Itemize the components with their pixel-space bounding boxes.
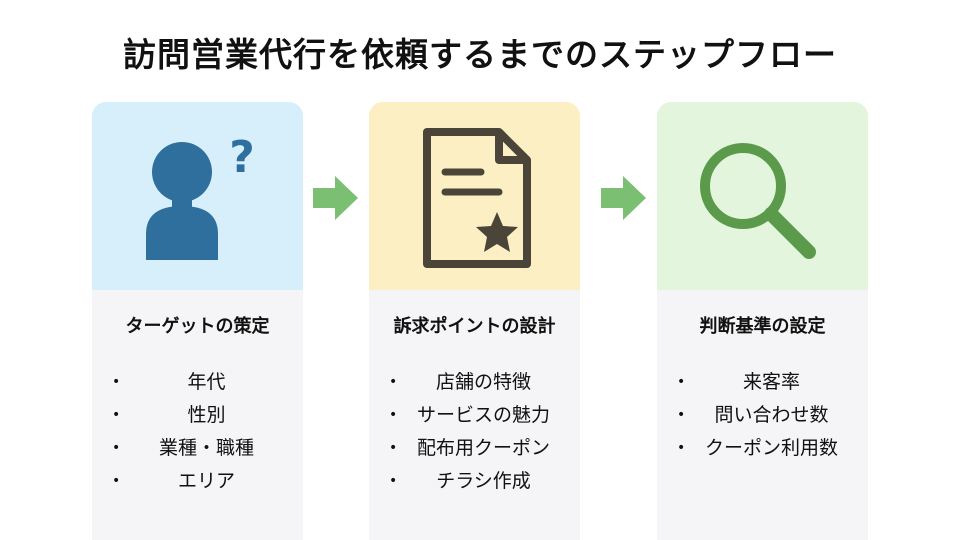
page-title: 訪問営業代行を依頼するまでのステップフロー bbox=[123, 35, 837, 74]
list-item: •配布用クーポン bbox=[389, 437, 550, 459]
step-card-icon-area bbox=[657, 102, 868, 290]
list-item: •年代 bbox=[112, 371, 226, 393]
list-item: •業種・職種 bbox=[112, 437, 254, 459]
magnifier-icon bbox=[700, 143, 816, 259]
list-item: •サービスの魅力 bbox=[389, 404, 550, 426]
step-heading: 判断基準の設定 bbox=[699, 316, 826, 337]
list-item: •店舗の特徴 bbox=[389, 371, 531, 393]
step-heading: ターゲットの策定 bbox=[125, 316, 270, 337]
list-item: •エリア bbox=[112, 470, 235, 492]
step-heading: 訴求ポイントの設計 bbox=[393, 316, 556, 337]
step-item-list: •店舗の特徴 •サービスの魅力 •配布用クーポン •チラシ作成 bbox=[369, 366, 580, 498]
arrow-right-icon bbox=[601, 176, 646, 220]
step-card-appeal: 訴求ポイントの設計 •店舗の特徴 •サービスの魅力 •配布用クーポン •チラシ作… bbox=[369, 102, 580, 540]
step-card-icon-area: ? bbox=[92, 102, 303, 290]
list-item: •チラシ作成 bbox=[389, 470, 531, 492]
document-star-icon bbox=[423, 128, 531, 268]
step-item-list: •年代 •性別 •業種・職種 •エリア bbox=[92, 366, 303, 498]
arrow-right-icon bbox=[313, 176, 358, 220]
svg-text:?: ? bbox=[229, 132, 255, 183]
person-question-icon: ? bbox=[146, 132, 255, 260]
step-card-targeting: ? ターゲットの策定 •年代 •性別 •業種・職種 •エリア bbox=[92, 102, 303, 540]
step-card-icon-area bbox=[369, 102, 580, 290]
list-item: •クーポン利用数 bbox=[677, 437, 838, 459]
step-item-list: •来客率 •問い合わせ数 •クーポン利用数 bbox=[657, 366, 868, 465]
list-item: •問い合わせ数 bbox=[677, 404, 829, 426]
list-item: •性別 bbox=[112, 404, 226, 426]
step-card-criteria: 判断基準の設定 •来客率 •問い合わせ数 •クーポン利用数 bbox=[657, 102, 868, 540]
list-item: •来客率 bbox=[677, 371, 800, 393]
